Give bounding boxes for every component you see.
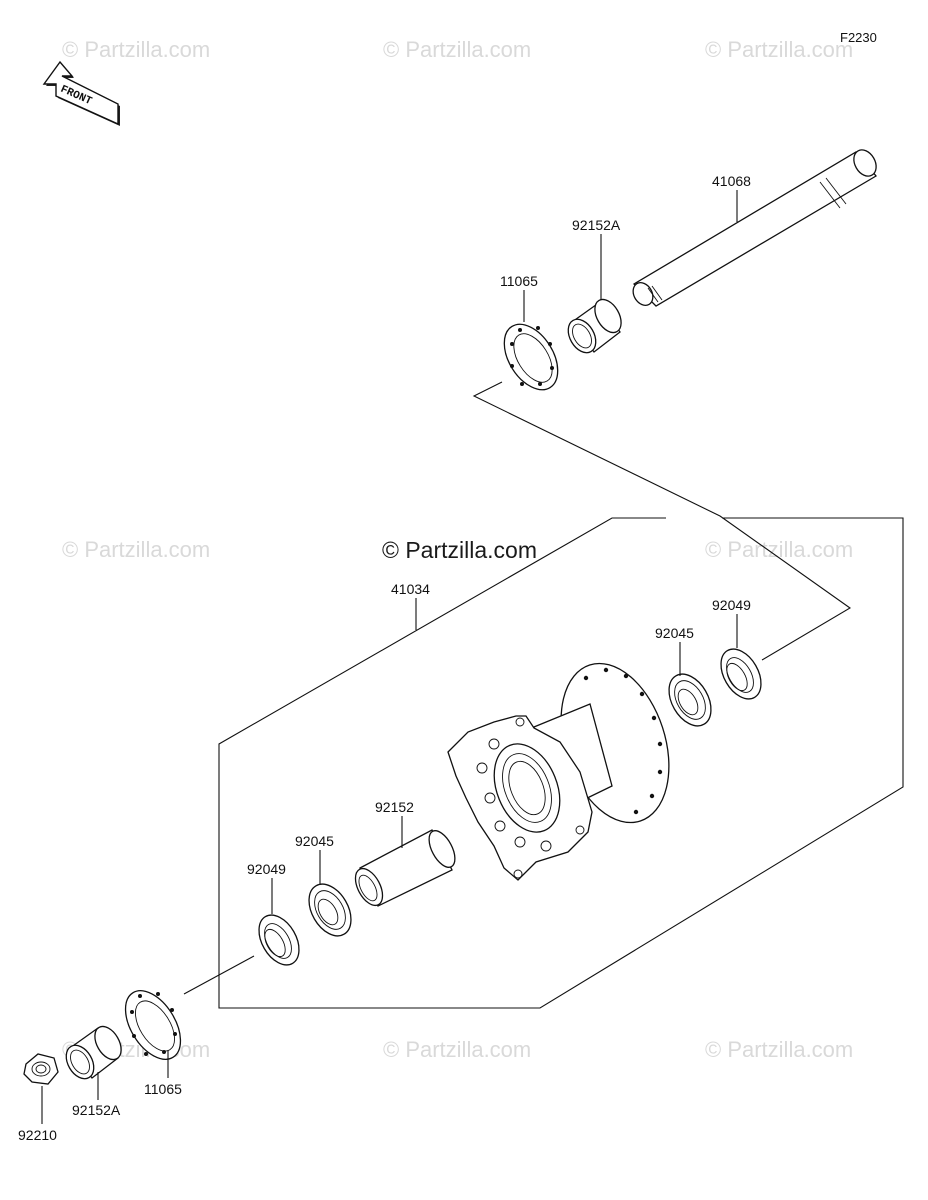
seal-right-part [720, 648, 762, 700]
watermark: © Partzilla.com [62, 537, 210, 562]
front-arrow-icon: FRONT [42, 60, 120, 126]
label-nut: 92210 [18, 1127, 57, 1143]
label-collar-bottom: 92152A [72, 1102, 121, 1118]
label-spacer: 92152 [375, 799, 414, 815]
label-axle: 41068 [712, 173, 751, 189]
collar-top-part [567, 298, 622, 354]
bearing-left-part [308, 883, 352, 937]
label-seal-right: 92049 [712, 597, 751, 613]
disc-plate-top-part [503, 323, 559, 391]
watermark: © Partzilla.com [62, 37, 210, 62]
label-disc-plate-top: 11065 [500, 273, 538, 289]
disc-plate-bottom-part [124, 990, 182, 1060]
label-seal-left: 92049 [247, 861, 286, 877]
watermark: © Partzilla.com [383, 37, 531, 62]
bearing-right-part [668, 673, 712, 727]
watermark: © Partzilla.com [383, 1037, 531, 1062]
spacer-part [354, 829, 456, 907]
watermark: © Partzilla.com [705, 1037, 853, 1062]
label-bearing-right: 92045 [655, 625, 694, 641]
watermark: © Partzilla.com [705, 37, 853, 62]
seal-left-part [258, 914, 300, 966]
label-hub: 41034 [391, 581, 430, 597]
hub-part [447, 662, 670, 881]
label-bearing-left: 92045 [295, 833, 334, 849]
watermark-center: © Partzilla.com [382, 537, 537, 563]
nut-part [23, 1053, 59, 1085]
label-collar-top: 92152A [572, 217, 621, 233]
label-disc-plate-bottom: 11065 [144, 1081, 182, 1097]
diagram-code: F2230 [840, 30, 877, 45]
watermarks: © Partzilla.com © Partzilla.com © Partzi… [62, 37, 853, 1062]
axle-part [632, 149, 877, 307]
collar-bottom-part [65, 1025, 122, 1080]
